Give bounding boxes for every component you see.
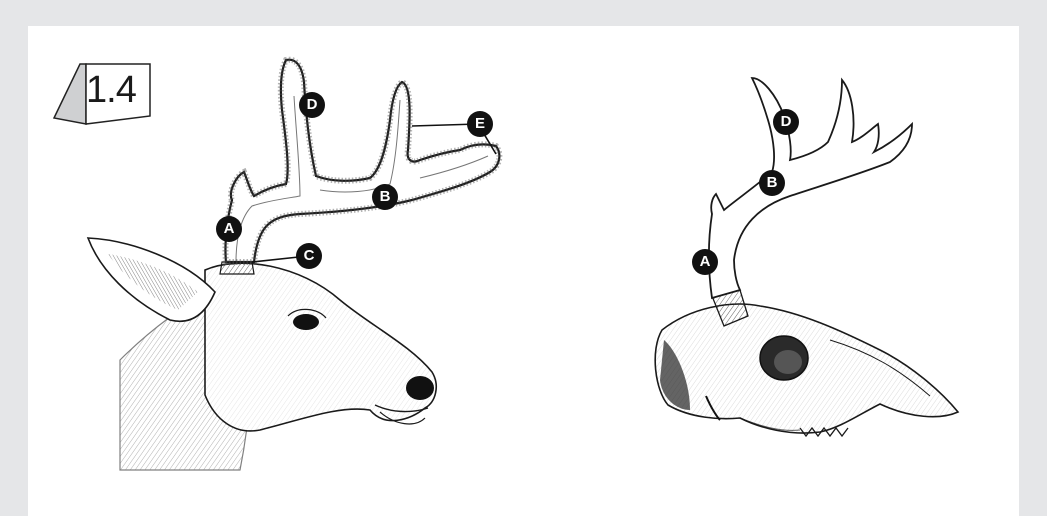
label-c-left: C	[296, 243, 322, 269]
label-b-left: B	[372, 184, 398, 210]
label-a-right: A	[692, 249, 718, 275]
label-a-left: A	[216, 216, 242, 242]
deer-head-drawing	[88, 60, 499, 470]
label-d-left: D	[299, 92, 325, 118]
label-e-left: E	[467, 111, 493, 137]
label-b-right: B	[759, 170, 785, 196]
label-d-right: D	[773, 109, 799, 135]
